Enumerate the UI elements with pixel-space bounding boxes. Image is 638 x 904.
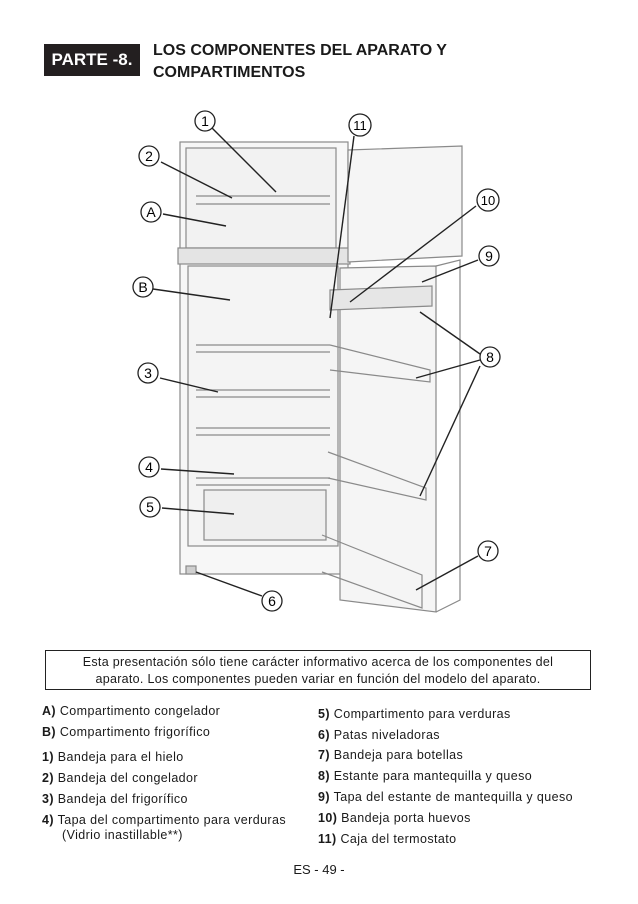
legend-item: 7) Bandeja para botellas: [318, 748, 464, 762]
legend-item: 9) Tapa del estante de mantequilla y que…: [318, 790, 573, 804]
callout-label: 3: [144, 365, 152, 381]
title-line-1: LOS COMPONENTES DEL APARATO Y: [153, 42, 447, 59]
section-badge: PARTE -8.: [44, 44, 140, 76]
page-title: LOS COMPONENTES DEL APARATO Y COMPARTIME…: [153, 40, 447, 84]
legend-item: 5) Compartimento para verduras: [318, 707, 511, 721]
callout-4: 4: [138, 456, 160, 478]
callout-label: 7: [484, 543, 492, 559]
legend-note: (Vidrio inastillable**): [62, 828, 183, 842]
fridge-diagram: 1 2 A B 3 4 5 6 11 10 9 8 7: [132, 110, 501, 613]
legend-item: 6) Patas niveladoras: [318, 728, 440, 742]
callout-label: 8: [486, 349, 494, 365]
legend-item: 2) Bandeja del congelador: [42, 771, 198, 785]
legend-item: 10) Bandeja porta huevos: [318, 811, 471, 825]
callout-label: 6: [268, 593, 276, 609]
leader-lines: [152, 127, 481, 597]
callout-2: 2: [138, 145, 160, 167]
legend-item: 8) Estante para mantequilla y queso: [318, 769, 533, 783]
legend-item: A) Compartimento congelador: [42, 704, 221, 718]
callout-10: 10: [476, 188, 500, 212]
callout-label: 2: [145, 148, 153, 164]
callout-label: B: [138, 279, 147, 295]
callout-label: 4: [145, 459, 153, 475]
callout-label: 10: [481, 193, 495, 208]
legend-item: 11) Caja del termostato: [318, 832, 457, 846]
title-line-2: COMPARTIMENTOS: [153, 64, 306, 81]
callout-label: 5: [146, 499, 154, 515]
callout-1: 1: [194, 110, 216, 132]
callout-A: A: [140, 201, 162, 223]
legend-item: 4) Tapa del compartimento para verduras: [42, 813, 286, 827]
legend-item: 1) Bandeja para el hielo: [42, 750, 184, 764]
callout-label: 9: [485, 248, 493, 264]
disclaimer-line-2: aparato. Los componentes pueden variar e…: [95, 672, 541, 686]
callout-3: 3: [137, 362, 159, 384]
disclaimer-box: Esta presentación sólo tiene carácter in…: [45, 650, 591, 690]
callout-9: 9: [478, 245, 500, 267]
callout-5: 5: [139, 496, 161, 518]
callout-B: B: [132, 276, 154, 298]
callout-label: A: [146, 204, 156, 220]
legend-item: B) Compartimento frigorífico: [42, 725, 211, 739]
legend-item: 3) Bandeja del frigorífico: [42, 792, 188, 806]
callout-label: 11: [353, 118, 367, 133]
callout-7: 7: [477, 540, 499, 562]
disclaimer-line-1: Esta presentación sólo tiene carácter in…: [82, 655, 554, 669]
callout-6: 6: [261, 590, 283, 612]
page-number: ES - 49 -: [293, 862, 345, 877]
fridge-illustration: [177, 141, 463, 613]
callout-label: 1: [201, 113, 209, 129]
callout-8: 8: [479, 346, 501, 368]
callout-11: 11: [348, 113, 372, 137]
